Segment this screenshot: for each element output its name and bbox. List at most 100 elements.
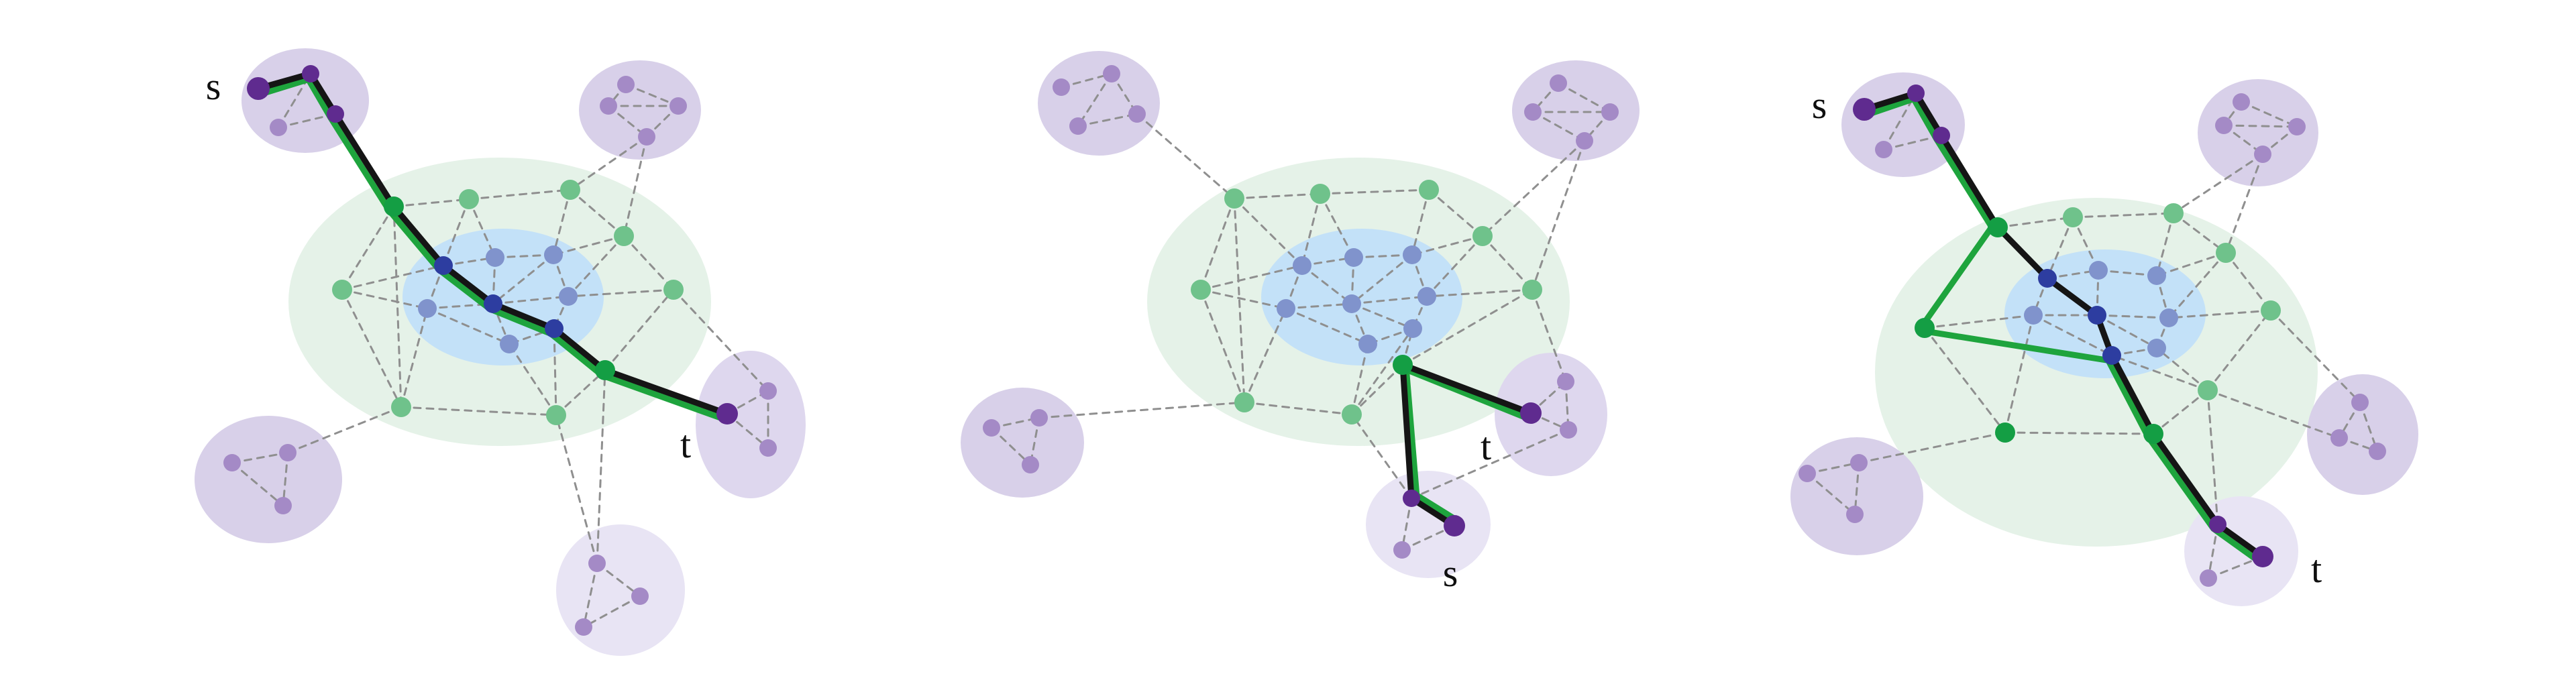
cluster-source-ellipse [1366,471,1491,578]
node-b1 [434,256,453,275]
node-D [1915,318,1935,338]
node-t [716,403,738,425]
dashed-edge-lp-pm [1882,134,1943,151]
node-trl [1524,103,1542,121]
dashed-edge-g2-b2 [1319,192,1355,259]
node-trl [600,97,617,115]
source-label: s [1812,83,1827,127]
dashed-edge-b5-b8 [1285,307,1369,345]
dashed-edge-bla-blc [231,461,284,507]
node-b3 [1403,245,1421,264]
dashed-edge-g2-g3 [1319,188,1430,195]
node-g3 [1419,180,1439,200]
node-blc [1022,456,1039,473]
dashed-edge-blb-g7 [1038,401,1246,419]
dashed-edge-b1-b6 [1301,264,1353,305]
node-tlt [1103,65,1120,82]
dashed-edge-g8-C [2110,354,2209,392]
dashed-edge-g7-g8 [400,406,557,416]
dashed-edge-g8-G9 [2152,389,2209,435]
dashed-edge-g7-lb5 [2004,314,2035,434]
dashed-edge-blb-blc [282,451,289,507]
dashed-edge-g7-G9 [2004,431,2155,435]
dashed-edge-bct-bcl [582,562,598,628]
node-t [1520,402,1542,424]
dashed-edge-g1-g5 [1199,197,1236,291]
node-g1 [384,196,404,217]
dashed-edge-rl-sp [1410,429,1570,500]
node-B [2088,306,2106,325]
node-pt [1907,84,1925,102]
dashed-edge-trl-trb [1532,111,1586,142]
dashed-edge-g4-b4 [567,235,625,298]
node-blc [274,497,292,514]
node-b5 [1277,299,1295,318]
node-s [1853,98,1876,121]
node-bct [588,555,606,572]
dashed-edge-b5-b8 [426,307,511,345]
node-trb [638,128,655,146]
dashed-edge-lb2-lb3 [2097,269,2158,277]
node-lb3 [2147,266,2166,285]
cluster-top-left-ellipse [1841,72,1965,177]
dashed-edge-b2-b3 [494,253,555,259]
shortest-path-black [1861,90,2266,560]
node-trb [1576,132,1593,150]
dashed-edge-g3-lb3 [2155,212,2175,277]
node-trr [669,97,687,115]
dashed-edge-g1-g2 [392,198,470,208]
node-tlb [1069,117,1087,135]
node-g6 [1522,280,1542,300]
node-g7 [391,397,411,417]
node-g2 [459,189,479,209]
node-lb2 [2089,261,2108,280]
dashed-edge-trt-trr [1557,82,1611,113]
node-trl [2215,117,2233,134]
dashed-edge-B-lb6 [2096,314,2158,349]
node-t [2252,546,2273,567]
dashed-edge-trt-trr [2240,101,2298,128]
dashed-edge-g6-lb4 [2167,309,2272,319]
dashed-edge-g6-rt [2269,309,2361,404]
dashed-edge-b6-b4 [492,295,570,305]
dashed-edge-g8-b7 [553,327,557,416]
cluster-top-right-ellipse [1512,60,1640,161]
dashed-edge-g2-A [2046,216,2074,280]
dashed-edge-trb-g3 [2172,153,2264,215]
node-bla [983,419,1000,437]
dashed-edge-g4-b3 [1411,235,1484,256]
node-blb [279,444,297,461]
dashed-edge-tlr-g1 [1136,113,1236,200]
dashed-edge-g3-g4 [1428,188,1484,237]
dashed-edge-b3-b6 [1350,253,1413,305]
cluster-target-ellipse [1495,353,1607,476]
node-g7 [1234,392,1254,412]
node-g4 [2216,243,2236,263]
dashed-edge-g6-ru [672,288,769,392]
dashed-edge-b6-b7 [1350,302,1414,330]
dashed-edge-trl-trr [2222,124,2298,128]
node-A [2038,269,2057,288]
cluster-top-left-ellipse [1038,51,1160,156]
dashed-edge-g4-lb3 [2155,251,2227,277]
dashed-edge-g7-g8 [1243,401,1353,416]
node-g8 [1342,404,1362,425]
cluster-bottom-left-ellipse [195,416,342,543]
dashed-edge-g2-b1 [1301,192,1322,267]
node-lb4 [2159,308,2178,327]
target-label: t [680,422,691,466]
dashed-edge-g6-b4 [1426,288,1534,298]
source-label: s [1443,551,1458,595]
dashed-edge-bct-g9 [596,369,606,565]
dashed-edge-G1-g2 [1996,216,2074,229]
node-bla [223,454,241,471]
dashed-edge-lp-pm [277,113,337,129]
dashed-edge-t-rl [726,412,769,449]
dashed-edge-trt-trr [625,83,680,107]
dashed-edge-g2-g3 [2072,212,2175,219]
dashed-edge-g3-g4 [2172,212,2227,254]
dashed-edge-g8-b7 [1350,327,1414,416]
dashed-edge-g1-g7 [1233,197,1246,404]
node-bcr [631,587,649,605]
